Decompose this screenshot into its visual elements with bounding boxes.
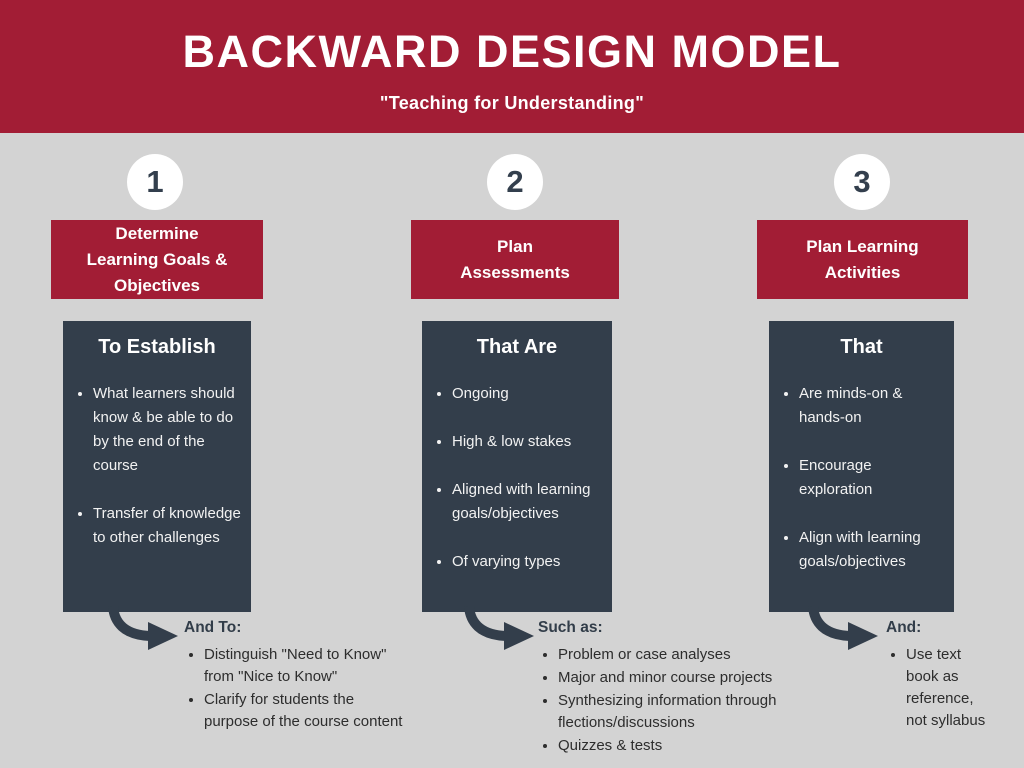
- step-2-header-line: Plan: [497, 236, 533, 256]
- step-1-detail-list: What learners should know & be able to d…: [63, 382, 251, 550]
- step-3-number-badge: 3: [834, 154, 890, 210]
- step-1-header-line: Learning Goals &: [86, 249, 228, 269]
- step-1-header-line: Objectives: [114, 275, 200, 295]
- step-1-detail-box: To Establish What learners should know &…: [63, 321, 251, 612]
- curved-arrow-icon: [808, 606, 878, 650]
- bullet-item: Major and minor course projects: [558, 667, 800, 689]
- bullet-item: Distinguish "Need to Know" from "Nice to…: [204, 644, 412, 688]
- step-2-detail-list: Ongoing High & low stakes Aligned with l…: [422, 382, 612, 574]
- step-2-note-label: Such as:: [538, 619, 603, 636]
- bullet-item: Problem or case analyses: [558, 644, 800, 666]
- step-1-note: And To: Distinguish "Need to Know" from …: [184, 618, 412, 734]
- bullet-item: Of varying types: [452, 550, 607, 574]
- bullet-item: Transfer of knowledge to other challenge…: [93, 502, 246, 550]
- step-1-number-badge: 1: [127, 154, 183, 210]
- bullet-item: Encourage exploration: [799, 454, 949, 502]
- header-banner: BACKWARD DESIGN MODEL "Teaching for Unde…: [0, 0, 1024, 133]
- bullet-item: Synthesizing information through flectio…: [558, 690, 800, 734]
- step-3-note-label: And:: [886, 619, 922, 636]
- step-2-number: 2: [506, 164, 524, 199]
- step-3-header-line: Plan Learning: [806, 236, 919, 256]
- step-1-note-label: And To:: [184, 619, 242, 636]
- step-1-header: Determine Learning Goals & Objectives: [51, 220, 263, 299]
- page-title: BACKWARD DESIGN MODEL: [182, 26, 842, 77]
- bullet-item: Clarify for students the purpose of the …: [204, 689, 412, 733]
- bullet-item: Aligned with learning goals/objectives: [452, 478, 607, 526]
- step-2-header: Plan Assessments: [411, 220, 619, 299]
- curved-arrow-icon: [464, 606, 534, 650]
- step-3-number: 3: [853, 164, 871, 199]
- bullet-item: Use text book as reference, not syllabus: [906, 644, 994, 732]
- page-subtitle: "Teaching for Understanding": [379, 93, 645, 113]
- step-2-detail-title: That Are: [476, 336, 558, 358]
- step-2-detail-box: That Are Ongoing High & low stakes Align…: [422, 321, 612, 612]
- step-1-detail-title: To Establish: [98, 336, 216, 358]
- step-2-number-badge: 2: [487, 154, 543, 210]
- step-3-header-line: Activities: [824, 262, 901, 282]
- step-1-number: 1: [146, 164, 164, 199]
- bullet-item: Align with learning goals/objectives: [799, 526, 949, 574]
- bullet-item: Are minds-on & hands-on: [799, 382, 949, 430]
- bullet-item: What learners should know & be able to d…: [93, 382, 246, 478]
- curved-arrow-icon: [108, 606, 178, 650]
- step-2-header-line: Assessments: [460, 262, 570, 282]
- step-2-note-list: Problem or case analyses Major and minor…: [538, 644, 800, 757]
- step-3-note: And: Use text book as reference, not syl…: [886, 618, 994, 733]
- step-2-note: Such as: Problem or case analyses Major …: [538, 618, 800, 758]
- bullet-item: Ongoing: [452, 382, 607, 406]
- step-3-detail-list: Are minds-on & hands-on Encourage explor…: [769, 382, 954, 574]
- bullet-item: Quizzes & tests: [558, 735, 800, 757]
- step-3-detail-title: That: [840, 336, 883, 358]
- step-3-header: Plan Learning Activities: [757, 220, 968, 299]
- bullet-item: High & low stakes: [452, 430, 607, 454]
- step-3-detail-box: That Are minds-on & hands-on Encourage e…: [769, 321, 954, 612]
- step-1-note-list: Distinguish "Need to Know" from "Nice to…: [184, 644, 412, 733]
- step-1-header-line: Determine: [115, 223, 199, 243]
- step-3-note-list: Use text book as reference, not syllabus: [886, 644, 994, 732]
